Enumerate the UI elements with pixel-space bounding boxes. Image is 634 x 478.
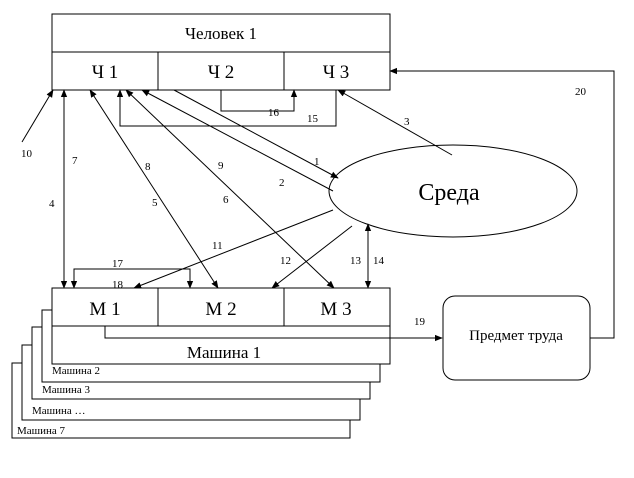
link-label-7: 7 (72, 155, 78, 167)
human-part-ch2: Ч 2 (208, 62, 235, 83)
link-19 (104, 326, 443, 342)
machine-stack-label-7: Машина 7 (17, 425, 66, 437)
machine-stack-label-3: Машина 3 (42, 384, 91, 396)
link-label-13: 13 (350, 255, 362, 267)
human-title: Человек 1 (185, 24, 257, 43)
link-label-9: 9 (218, 160, 224, 172)
link-6-9 (125, 89, 335, 289)
machine-stack-label-2: Машина 2 (52, 365, 100, 377)
machine-stack-label-dots: Машина … (32, 405, 86, 417)
human-1-block: Человек 1 Ч 1 Ч 2 Ч 3 (51, 13, 391, 91)
machine-1-block: М 1 М 2 М 3 Машина 1 (51, 287, 391, 365)
machine-part-m1: М 1 (89, 299, 120, 320)
link-label-17: 17 (112, 258, 124, 270)
link-label-11: 11 (212, 240, 223, 252)
link-label-6: 6 (223, 194, 229, 206)
machine-title: Машина 1 (187, 343, 261, 362)
link-label-8: 8 (145, 161, 151, 173)
link-1 (173, 89, 339, 179)
link-label-14: 14 (373, 255, 385, 267)
link-2 (141, 89, 334, 192)
link-label-10: 10 (21, 148, 33, 160)
link-label-2: 2 (279, 177, 285, 189)
link-10 (21, 89, 54, 143)
link-label-1: 1 (314, 156, 320, 168)
labor-object-label: Предмет труда (469, 328, 563, 344)
link-20 (389, 67, 615, 339)
link-17-18 (70, 268, 194, 289)
link-label-20: 20 (575, 86, 587, 98)
link-label-18: 18 (112, 279, 124, 291)
link-label-16: 16 (268, 107, 280, 119)
labor-object: Предмет труда (442, 295, 591, 381)
connections (21, 67, 615, 342)
machine-part-m2: М 2 (205, 299, 236, 320)
human-part-ch1: Ч 1 (92, 62, 119, 83)
link-label-12: 12 (280, 255, 291, 267)
environment-label: Среда (418, 180, 480, 206)
link-label-4: 4 (49, 198, 55, 210)
link-label-5: 5 (152, 197, 158, 209)
link-labels: 1 2 3 4 5 6 7 8 9 10 11 12 13 14 15 16 1… (21, 86, 587, 328)
link-label-19: 19 (414, 316, 426, 328)
environment: Среда (328, 144, 578, 238)
link-12 (271, 225, 353, 289)
link-3 (337, 89, 453, 156)
human-part-ch3: Ч 3 (323, 62, 350, 83)
link-label-15: 15 (307, 113, 319, 125)
link-11 (133, 209, 334, 289)
machine-part-m3: М 3 (320, 299, 351, 320)
link-label-3: 3 (404, 116, 410, 128)
link-16 (220, 89, 298, 112)
